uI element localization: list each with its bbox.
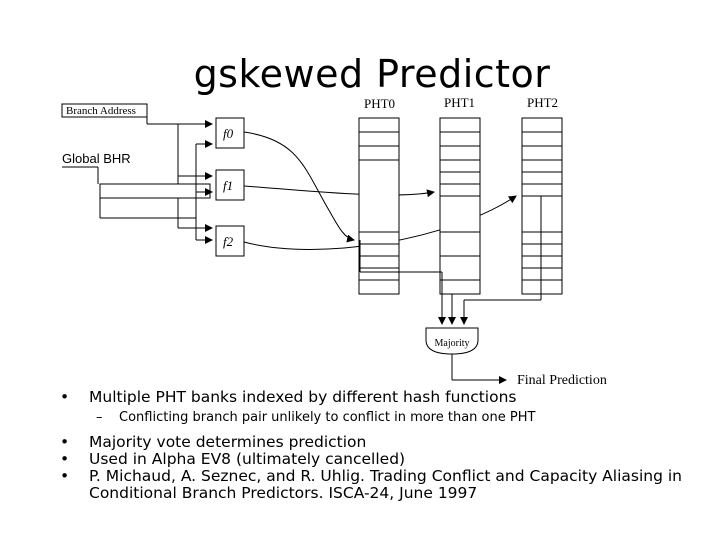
majority-output-wire — [451, 354, 507, 384]
bullet-item: • P. Michaud, A. Seznec, and R. Uhlig. T… — [60, 467, 682, 502]
svg-text:f2: f2 — [223, 234, 234, 249]
hash-function-f1: f1 — [215, 169, 245, 201]
bullet-dot-icon: • — [60, 450, 70, 468]
pht-label-2: PHT2 — [527, 95, 558, 110]
majority-gate: Majority — [425, 327, 479, 355]
bullet-dot-icon: • — [60, 388, 70, 406]
sub-bullet-item: – Conflicting branch pair unlikely to co… — [96, 410, 536, 425]
svg-text:f1: f1 — [223, 178, 233, 193]
pht-label-1: PHT1 — [444, 95, 475, 110]
final-prediction-label: Final Prediction — [517, 373, 607, 388]
bullet-list: • Multiple PHT banks indexed by differen… — [60, 389, 700, 502]
bhr-wires — [62, 140, 213, 244]
slide-title: gskewed Predictor — [193, 52, 551, 96]
majority-label: Majority — [435, 338, 470, 349]
branch-address-box: Branch Address — [61, 103, 148, 118]
hash-function-f0: f0 — [215, 117, 245, 149]
branch-address-wires — [146, 114, 213, 232]
bullet-item: • Majority vote determines prediction — [60, 433, 367, 451]
pht-table-2 — [521, 117, 563, 295]
svg-text:f0: f0 — [223, 126, 234, 141]
branch-address-label: Branch Address — [66, 105, 136, 117]
bullet-dot-icon: • — [60, 433, 70, 451]
bullet-item: • Multiple PHT banks indexed by differen… — [60, 388, 517, 406]
dash-icon: – — [96, 410, 103, 425]
pht-to-majority-wires — [359, 196, 542, 325]
pht-table-0 — [358, 117, 400, 295]
pht-table-1 — [439, 117, 481, 295]
bullet-dot-icon: • — [60, 467, 70, 485]
hash-function-f2: f2 — [215, 225, 245, 257]
global-bhr-register — [99, 183, 211, 199]
bullet-item: • Used in Alpha EV8 (ultimately cancelle… — [60, 450, 406, 468]
pht-label-0: PHT0 — [364, 96, 395, 111]
global-bhr-label: Global BHR — [62, 151, 131, 166]
